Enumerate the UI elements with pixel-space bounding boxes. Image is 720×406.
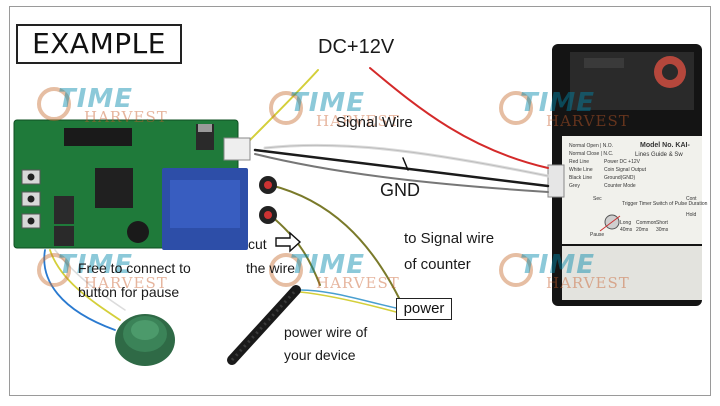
svg-text:Cont: Cont [686, 196, 697, 202]
svg-text:Short: Short [656, 220, 669, 226]
watermark-logo-icon [37, 253, 71, 287]
counter-sticker-text: Normal Open | N.O. Normal Close | N.C. R… [569, 142, 708, 238]
dc-12v-label: DC+12V [318, 36, 395, 58]
svg-text:Counter Mode: Counter Mode [604, 183, 636, 189]
watermark-logo-icon [269, 91, 303, 125]
svg-text:30ms: 30ms [656, 227, 669, 233]
svg-text:Hold: Hold [686, 212, 697, 218]
timer-control-board [13, 119, 277, 250]
svg-text:Black Line: Black Line [569, 175, 592, 181]
to-signal-wire-label: to Signal wire [404, 230, 495, 247]
svg-text:Power DC +12V: Power DC +12V [604, 159, 641, 165]
svg-text:Normal Close | N.C.: Normal Close | N.C. [569, 151, 613, 157]
counter-label-sticker [562, 136, 702, 244]
svg-text:Common: Common [636, 220, 657, 226]
svg-text:Pause: Pause [590, 232, 604, 238]
power-label: power [396, 298, 452, 320]
svg-text:40ms: 40ms [620, 227, 633, 233]
coin-counter-device [547, 44, 702, 306]
cut-label: cut [248, 236, 267, 252]
svg-text:Grey: Grey [569, 183, 580, 189]
wires [43, 67, 550, 331]
svg-text:Model No. KAI-: Model No. KAI- [640, 142, 690, 149]
outer-frame [9, 6, 711, 396]
svg-text:Trigger Timer Switch of Pulse: Trigger Timer Switch of Pulse Duration [622, 201, 708, 207]
power-wire-of-label: power wire of [284, 324, 368, 340]
button-for-pause-label: button for pause [78, 284, 180, 300]
svg-text:Ground(GND): Ground(GND) [604, 175, 635, 181]
watermark-logo-icon [37, 87, 71, 121]
svg-text:Sec: Sec [593, 196, 602, 202]
watermark-logo-icon [269, 253, 303, 287]
svg-text:Lines Guide & Sw: Lines Guide & Sw [635, 152, 683, 158]
watermark-logo-icon [499, 91, 533, 125]
example-title: EXAMPLE [16, 24, 182, 64]
svg-text:Coin Signal Output: Coin Signal Output [604, 167, 647, 173]
svg-text:Long: Long [620, 220, 631, 226]
svg-text:Red Line: Red Line [569, 159, 589, 165]
of-counter-label: of counter [404, 256, 471, 273]
gnd-label: GND [380, 180, 420, 200]
watermark-logo-icon [499, 253, 533, 287]
svg-text:Normal Open | N.O.: Normal Open | N.O. [569, 143, 613, 149]
the-wire-label: the wire [246, 260, 296, 276]
cut-arrow-icon [275, 231, 302, 253]
svg-text:20ms: 20ms [636, 227, 649, 233]
your-device-label: your device [284, 347, 356, 363]
device-power-cable [227, 285, 301, 365]
free-to-connect-label: Free to connect to [78, 260, 191, 276]
signal-wire-label: Signal Wire [336, 114, 413, 131]
svg-text:White Line: White Line [569, 167, 593, 173]
pause-button-illustration [115, 314, 175, 366]
